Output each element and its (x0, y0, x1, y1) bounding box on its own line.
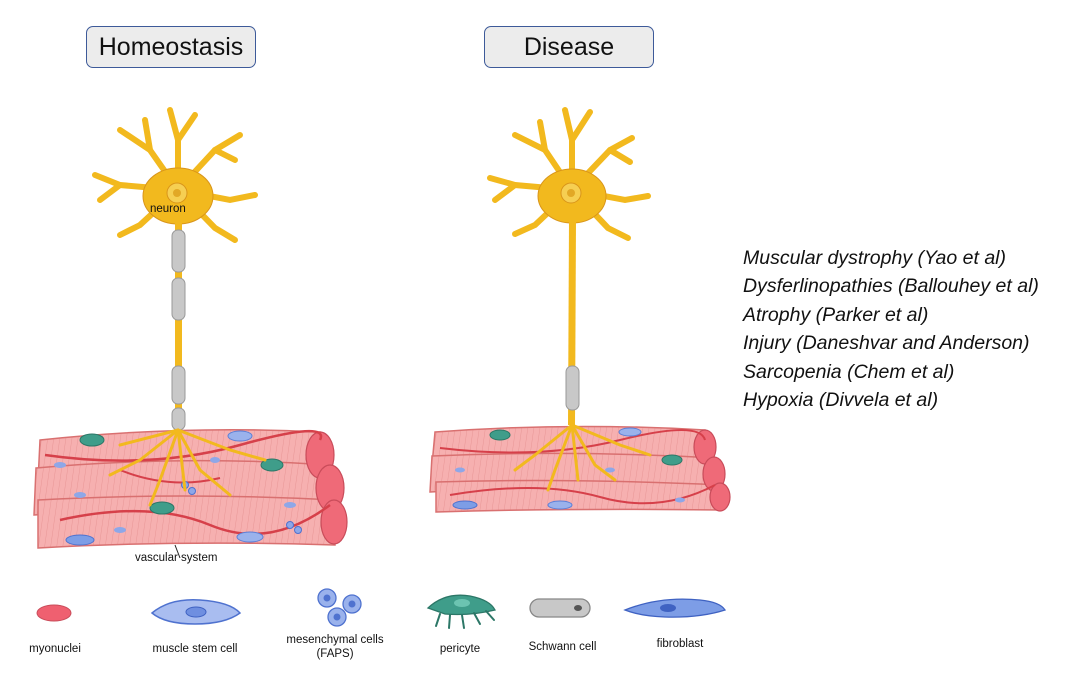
legend-label-mesenchymal-cells: mesenchymal cells (FAPS) (265, 633, 405, 661)
fibroblast-icon (623, 598, 726, 618)
mesenchymal-cells-icon (317, 588, 362, 627)
legend-label-muscle-stem-cell: muscle stem cell (152, 643, 238, 655)
neuron-homeostasis (92, 107, 267, 507)
muscle-bundle-disease (429, 425, 731, 513)
legend-label-mesenchymal-line1: mesenchymal cells (286, 634, 384, 646)
fap-cell (188, 487, 196, 495)
condition-item: Hypoxia (Divvela et al) (743, 389, 939, 412)
fiber-end (320, 499, 348, 545)
pericyte-cell (79, 433, 105, 447)
fibroblast-cell (65, 534, 95, 546)
condition-item: Dysferlinopathies (Ballouhey et al) (743, 275, 1039, 298)
disease-title-text: Disease (523, 32, 615, 61)
myonucleus (54, 462, 66, 468)
condition-item: Sarcopenia (Chem et al) (743, 360, 955, 383)
myonuclei-icon (36, 604, 72, 622)
neuron-label: neuron (150, 203, 186, 215)
legend-label-fibroblast: fibroblast (656, 638, 704, 650)
legend-label-pericyte: pericyte (439, 643, 481, 655)
muscle-stem-cell (236, 531, 264, 543)
condition-item: Atrophy (Parker et al) (743, 303, 929, 326)
pericyte-cell (260, 458, 284, 472)
condition-item: Injury (Daneshvar and Anderson) (743, 332, 1030, 355)
fap-cell (286, 521, 294, 529)
legend-icons (36, 588, 726, 629)
muscle-stem-cell (227, 430, 253, 442)
muscle-bundle-homeostasis (33, 429, 348, 559)
myonucleus (74, 492, 86, 498)
schwann-cell-icon (529, 598, 591, 618)
pericyte-icon (426, 594, 496, 629)
disease-conditions-list: Muscular dystrophy (Yao et al) Dysferlin… (743, 244, 1039, 414)
fap-cell (294, 526, 302, 534)
panel-title-disease: Disease (484, 26, 654, 68)
vascular-pointer (174, 544, 181, 559)
legend-label-schwann-cell: Schwann cell (528, 641, 597, 653)
myonucleus (284, 502, 296, 508)
homeostasis-title-text: Homeostasis (98, 32, 244, 61)
condition-item: Muscular dystrophy (Yao et al) (743, 247, 1006, 269)
myonucleus (210, 457, 220, 463)
vascular-system-label: vascular system (135, 552, 218, 564)
myonucleus (114, 527, 126, 533)
pericyte-cell (149, 501, 175, 515)
legend-label-myonuclei: myonuclei (29, 643, 81, 655)
legend-label-mesenchymal-line2: (FAPS) (316, 648, 354, 660)
panel-title-homeostasis: Homeostasis (86, 26, 256, 68)
blood-vessel (119, 469, 221, 484)
neuron-disease (487, 107, 652, 492)
